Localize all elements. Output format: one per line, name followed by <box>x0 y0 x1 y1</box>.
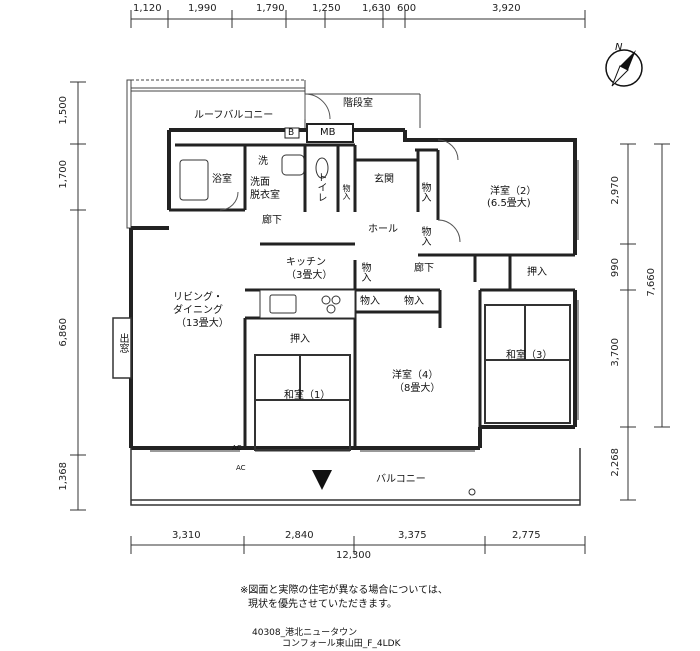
top-dimension-line <box>130 10 586 28</box>
dim-left-2: 1,700 <box>58 160 69 189</box>
room-kitchen-name: キッチン <box>286 257 326 268</box>
room-western4-size: （8畳大） <box>394 383 441 394</box>
storage-5: 物入 <box>404 296 424 307</box>
dim-bottom-2: 2,840 <box>285 530 314 541</box>
room-stair: 階段室 <box>343 98 373 109</box>
bay-window-label: 出窓 <box>117 333 128 353</box>
ac-label-2: AC <box>236 464 246 472</box>
washitsu3-tatami <box>484 304 571 424</box>
ac-label-1: AC <box>232 444 242 452</box>
dim-top-2: 1,990 <box>188 3 217 14</box>
compass-north-label: N <box>615 42 623 53</box>
room-western2-name: 洋室（2） <box>490 186 537 197</box>
drain-icon <box>468 488 476 496</box>
room-japanese1: 和室（1） <box>284 390 331 401</box>
room-entrance: 玄関 <box>374 174 394 185</box>
room-bath: 浴室 <box>212 174 232 185</box>
evacuation-hatch-triangle <box>312 470 332 490</box>
room-western2-size: (6.5畳大) <box>487 198 531 209</box>
storage-4: 物入 <box>360 296 380 307</box>
storage-toilet: 物入 <box>342 184 351 200</box>
dim-top-6: 600 <box>397 3 417 14</box>
room-wash: 洗 <box>258 156 268 167</box>
dim-left-1: 1,500 <box>58 96 69 125</box>
room-living-2: ダイニング <box>173 305 223 316</box>
storage-3: 物入 <box>359 262 370 282</box>
storage-1: 物入 <box>419 182 430 202</box>
room-balcony: バルコニー <box>376 474 426 485</box>
balcony-outline <box>130 448 581 506</box>
dim-total-width: 12,300 <box>336 550 371 561</box>
roof-balcony-outline <box>126 79 306 229</box>
dim-right-4: 2,268 <box>610 448 621 477</box>
dim-left-4: 1,368 <box>58 462 69 491</box>
room-washroom-1: 洗面 <box>250 177 270 188</box>
kitchen-counter <box>259 289 356 319</box>
wash-basin <box>281 154 305 176</box>
dim-bottom-3: 3,375 <box>398 530 427 541</box>
footer-code: 40308_港北ニュータウン <box>252 628 358 638</box>
room-western4-name: 洋室（4） <box>392 370 439 381</box>
washitsu1-tatami <box>254 354 351 451</box>
footer-property: コンフォール東山田_F_4LDK <box>282 639 401 649</box>
room-corridor-2: 廊下 <box>414 263 434 274</box>
right-dimension-line <box>620 143 670 501</box>
dim-bottom-1: 3,310 <box>172 530 201 541</box>
dim-top-7: 3,920 <box>492 3 521 14</box>
dim-right-2: 990 <box>610 258 621 278</box>
room-corridor-1: 廊下 <box>262 215 282 226</box>
room-toilet: トイレ <box>315 172 326 202</box>
dim-top-5: 1,630 <box>362 3 391 14</box>
left-dimension-line <box>70 81 86 511</box>
label-b: B <box>288 128 295 138</box>
closet-japanese3: 押入 <box>527 267 547 278</box>
dim-bottom-4: 2,775 <box>512 530 541 541</box>
doors <box>219 93 461 243</box>
room-living-1: リビング・ <box>173 292 223 303</box>
dim-left-3: 6,860 <box>58 318 69 347</box>
disclaimer-line-2: 現状を優先させていただきます。 <box>248 599 397 610</box>
room-washroom-2: 脱衣室 <box>250 190 280 201</box>
room-japanese3: 和室（3） <box>506 350 553 361</box>
dim-top-3: 1,790 <box>256 3 285 14</box>
dim-right-1: 2,970 <box>610 176 621 205</box>
closet-japanese1: 押入 <box>290 334 310 345</box>
dim-top-1: 1,120 <box>133 3 162 14</box>
dim-top-4: 1,250 <box>312 3 341 14</box>
bathtub <box>179 159 209 201</box>
stair-area <box>305 93 421 128</box>
room-roof-balcony: ルーフバルコニー <box>194 110 274 121</box>
windows <box>150 160 579 452</box>
room-living-3: （13畳大） <box>176 318 229 329</box>
compass-icon <box>605 49 643 87</box>
dim-total-depth: 7,660 <box>646 268 657 297</box>
room-hall: ホール <box>368 224 398 235</box>
bottom-dimension-line <box>130 536 586 554</box>
disclaimer-line-1: ※図面と実際の住宅が異なる場合については、 <box>240 585 448 596</box>
bay-window <box>112 317 132 379</box>
room-kitchen-size: （3畳大） <box>286 270 333 281</box>
dim-right-3: 3,700 <box>610 338 621 367</box>
mb-box <box>306 123 354 143</box>
storage-2: 物入 <box>419 226 430 246</box>
b-box <box>284 127 300 139</box>
label-mb: MB <box>320 127 336 138</box>
toilet-bowl <box>315 157 329 179</box>
